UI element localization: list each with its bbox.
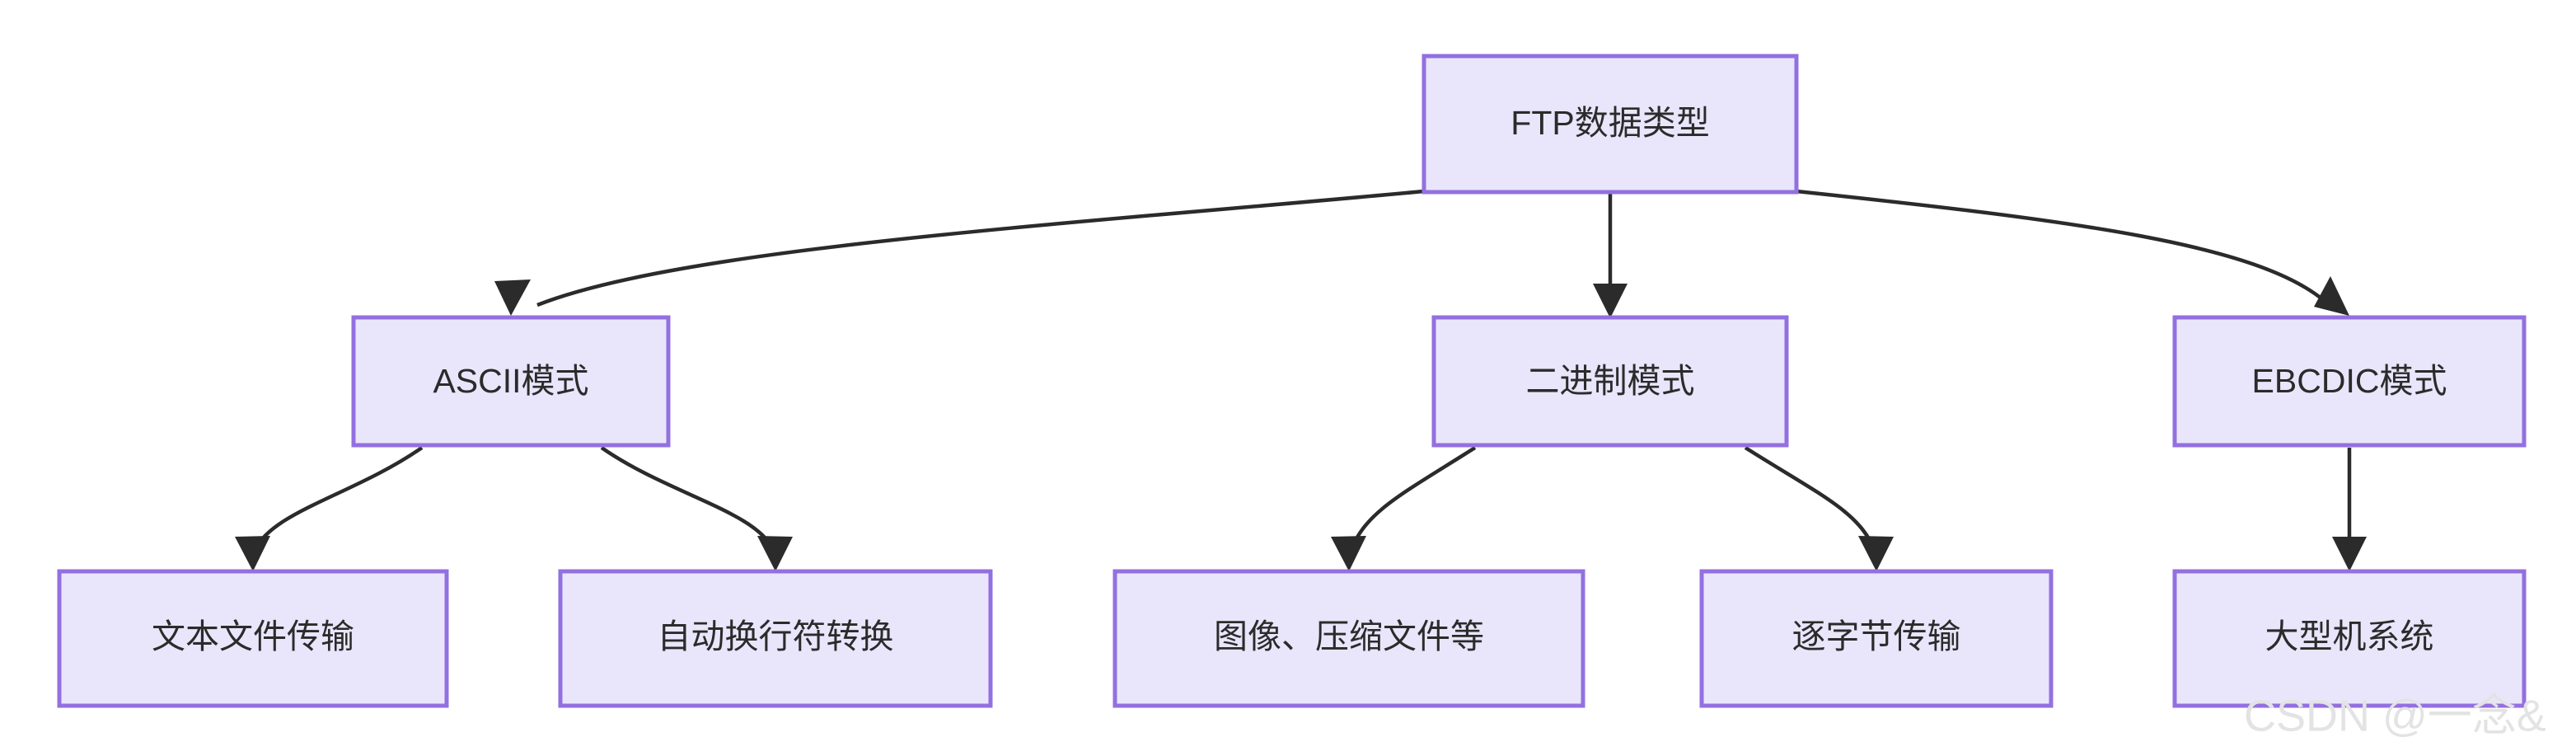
node-layer: FTP数据类型 ASCII模式 二进制模式 EBCDIC模式 文本文件传输 自动… — [57, 54, 2527, 708]
edge-path-ascii-text — [252, 446, 424, 552]
node-box-binary-mode[interactable] — [1431, 315, 1789, 448]
edge-ebcdic-to-mainframe — [2332, 448, 2367, 571]
node-label-auto-newline-conversion: 自动换行符转换 — [658, 617, 894, 655]
node-label-image-compressed-files: 图像、压缩文件等 — [1214, 617, 1484, 655]
node-label-byte-by-byte-transfer: 逐字节传输 — [1792, 617, 1961, 655]
edge-binary-to-bytes — [1744, 446, 1894, 571]
node-auto-newline-conversion[interactable]: 自动换行符转换 — [558, 569, 993, 708]
arrowhead-binary-image — [1331, 536, 1366, 571]
node-ascii-mode[interactable]: ASCII模式 — [351, 315, 671, 448]
edge-binary-to-image — [1331, 446, 1477, 571]
edge-root-to-ebcdic — [1796, 189, 2349, 316]
edge-root-to-binary — [1593, 191, 1628, 318]
node-label-binary-mode: 二进制模式 — [1526, 362, 1695, 400]
edge-path-ascii-crlf — [600, 446, 776, 552]
edge-ascii-to-crlf — [600, 446, 793, 571]
edge-layer — [235, 189, 2367, 571]
node-box-ascii-mode[interactable] — [351, 315, 671, 448]
edge-path-root-ascii — [536, 189, 1425, 308]
node-image-compressed-files[interactable]: 图像、压缩文件等 — [1112, 569, 1585, 708]
node-label-mainframe-system: 大型机系统 — [2265, 617, 2434, 655]
node-ftp-data-type[interactable]: FTP数据类型 — [1421, 54, 1799, 195]
edge-ascii-to-text — [235, 446, 424, 571]
node-box-ebcdic-mode[interactable] — [2172, 315, 2527, 448]
node-binary-mode[interactable]: 二进制模式 — [1431, 315, 1789, 448]
node-label-text-file-transfer: 文本文件传输 — [152, 617, 354, 655]
arrowhead-ascii-crlf — [757, 536, 793, 571]
arrowhead-ebcdic-mainframe — [2332, 537, 2367, 571]
node-box-byte-by-byte-transfer[interactable] — [1699, 569, 2054, 708]
node-text-file-transfer[interactable]: 文本文件传输 — [57, 569, 449, 708]
node-label-ascii-mode: ASCII模式 — [433, 362, 588, 400]
arrowhead-ascii-text — [235, 536, 270, 571]
node-label-ebcdic-mode: EBCDIC模式 — [2252, 362, 2447, 400]
node-box-text-file-transfer[interactable] — [57, 569, 449, 708]
edge-path-root-ebcdic — [1796, 189, 2327, 303]
node-label-ftp-data-type: FTP数据类型 — [1510, 104, 1709, 142]
node-box-mainframe-system[interactable] — [2172, 569, 2527, 708]
node-box-auto-newline-conversion[interactable] — [558, 569, 993, 708]
node-box-ftp-data-type[interactable] — [1421, 54, 1799, 195]
node-box-image-compressed-files[interactable] — [1112, 569, 1585, 708]
csdn-watermark: CSDN @一念& — [2244, 691, 2546, 740]
arrowhead-root-ebcdic — [2314, 276, 2349, 316]
node-byte-by-byte-transfer[interactable]: 逐字节传输 — [1699, 569, 2054, 708]
arrowhead-binary-bytes — [1858, 536, 1894, 571]
node-ebcdic-mode[interactable]: EBCDIC模式 — [2172, 315, 2527, 448]
edge-root-to-ascii — [494, 189, 1425, 316]
edge-path-binary-image — [1348, 446, 1477, 552]
node-mainframe-system[interactable]: 大型机系统 — [2172, 569, 2527, 708]
arrowhead-root-binary — [1593, 284, 1628, 318]
edge-path-binary-bytes — [1744, 446, 1877, 552]
arrowhead-root-ascii — [494, 279, 531, 316]
